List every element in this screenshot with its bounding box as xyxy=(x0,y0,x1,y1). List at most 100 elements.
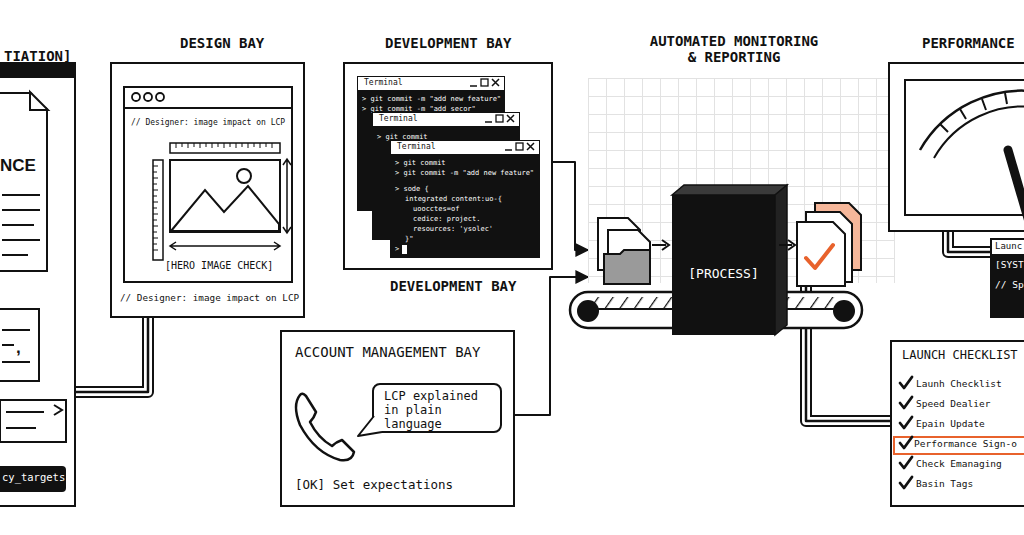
speech-bubble: LCP explained in plain language xyxy=(372,383,502,433)
node-text: cedice: project. xyxy=(413,215,480,223)
node-text: DEVELOPMENT BAY xyxy=(390,278,516,294)
connector-stroke xyxy=(948,232,990,252)
node-text: TIATION] xyxy=(4,48,71,64)
note-box xyxy=(0,400,66,442)
node-text: DEVELOPMENT BAY xyxy=(385,35,511,51)
bay-box: DESIGN BAY// Designer: image impact on L… xyxy=(110,62,305,318)
document-icon xyxy=(806,212,852,282)
fold-mask xyxy=(30,91,50,111)
window-controls xyxy=(485,115,514,122)
terminal-window: Launc[SYST// Sp xyxy=(990,238,1024,318)
arrow-connector xyxy=(553,162,588,250)
bubble-tail-mask xyxy=(374,418,377,430)
node-text: Terminal xyxy=(364,78,403,87)
highlight-row: Performance Sign-o xyxy=(893,436,1024,455)
conveyor-roller xyxy=(577,300,599,322)
node-text: > git commit xyxy=(395,159,446,167)
checklist-box: LAUNCH CHECKLIST Launh ChecklistSpeed Dea… xyxy=(890,340,1024,507)
side-panel: TIATION]NCE,cy_targets xyxy=(0,62,76,507)
connector-stroke xyxy=(76,318,148,392)
cable-connector xyxy=(76,318,148,392)
note-lines xyxy=(2,330,30,362)
node-text: DESIGN BAY xyxy=(180,35,264,51)
document-icon xyxy=(608,230,650,280)
node-text: Launc xyxy=(995,241,1022,251)
bubble-tail xyxy=(358,416,382,436)
node-text: [OK] Set expectations xyxy=(295,478,453,492)
node-text: > git commit -m "add new feature" xyxy=(395,169,534,177)
checklist-ticks xyxy=(900,377,912,488)
node-text: [HERO IMAGE CHECK] xyxy=(165,260,273,272)
node-text: Terminal xyxy=(397,142,436,151)
node-text: [PROCESS] xyxy=(672,267,775,282)
monitoring-area: AUTOMATED MONITORING & REPORTING[PROCESS… xyxy=(588,78,895,283)
terminal-window: Terminal > git commit > git commit -m "add… xyxy=(390,140,540,258)
node-text: Check Emanaging xyxy=(916,459,1002,470)
document-fold xyxy=(30,92,48,110)
note-lines xyxy=(6,405,62,428)
node-text: }" xyxy=(405,235,413,243)
ruler xyxy=(153,160,163,260)
document-icon xyxy=(815,203,861,270)
document-icon xyxy=(598,218,640,270)
bay-box: DEVELOPMENT BAYDEVELOPMENT BAYTerminal> … xyxy=(343,62,553,270)
node-text: NCE xyxy=(0,156,36,176)
gauge-panel: PERFORMANCE xyxy=(888,62,1024,232)
dimension-arrow xyxy=(170,242,280,250)
gauge-arc xyxy=(934,107,1024,158)
node-text: Epain Update xyxy=(916,419,985,430)
browser-bar xyxy=(124,107,292,109)
node-text: cy_targets xyxy=(2,471,65,483)
node-text: LAUNCH CHECKLIST xyxy=(902,349,1018,363)
node-text: Launh Checklist xyxy=(916,379,1002,390)
process-top xyxy=(672,185,787,195)
window-controls xyxy=(505,143,534,150)
document-lines xyxy=(2,195,40,255)
flow-arrow xyxy=(652,240,669,250)
folder-icon xyxy=(604,250,650,284)
node-text: > xyxy=(395,245,399,253)
process-side xyxy=(775,185,787,335)
flow-arrow xyxy=(779,240,795,250)
browser-dot xyxy=(144,93,152,101)
document-icon xyxy=(797,222,845,286)
gauge-needle xyxy=(1008,150,1024,232)
tag-pill: cy_targets xyxy=(0,466,66,492)
connector-stroke xyxy=(948,232,990,252)
connector-stroke xyxy=(948,232,990,252)
node-text: ACCOUNT MANAGEMENT BAY xyxy=(295,344,480,360)
conveyor-roller xyxy=(833,300,855,322)
ruler-ticks xyxy=(176,143,272,148)
phone-icon xyxy=(296,394,354,461)
dimension-arrow xyxy=(283,159,291,233)
node-text: Performance Sign-o xyxy=(914,439,1017,450)
node-text: resources: 'ysolec' xyxy=(413,225,493,233)
check-mark xyxy=(806,245,833,268)
connector-stroke xyxy=(76,318,148,392)
document-card: NCE xyxy=(0,92,48,272)
node-text: // Sp xyxy=(995,280,1024,291)
node-text: > sode { xyxy=(395,185,429,193)
node-text: // Designer: image impact on LCP xyxy=(120,293,299,304)
gauge-arc xyxy=(920,91,1024,150)
node-text: integrated content:uo-{ xyxy=(405,195,502,203)
ruler xyxy=(170,143,280,153)
connector-stroke xyxy=(553,162,588,250)
node-text: AUTOMATED MONITORING & REPORTING xyxy=(644,33,824,65)
node-text: uoocctes=of xyxy=(413,205,459,213)
node-text: Speed Dealier xyxy=(916,399,990,410)
bay-box: ACCOUNT MANAGEMENT BAY [OK] Set expectati… xyxy=(280,330,515,507)
browser-dot xyxy=(132,93,140,101)
node-text: Basin Tags xyxy=(916,479,973,490)
node-text: PERFORMANCE xyxy=(922,35,1015,51)
gauge-face xyxy=(905,80,1024,215)
node-text: , xyxy=(16,338,21,358)
hero-image xyxy=(170,160,280,232)
node-text: LCP explained in plain language xyxy=(384,390,496,431)
node-text: > git commit -m "add new feature" xyxy=(362,95,501,103)
browser-window: // Designer: image impact on LCP[HERO IM… xyxy=(123,86,293,283)
mountain xyxy=(171,186,279,231)
note-card: , xyxy=(0,308,40,382)
